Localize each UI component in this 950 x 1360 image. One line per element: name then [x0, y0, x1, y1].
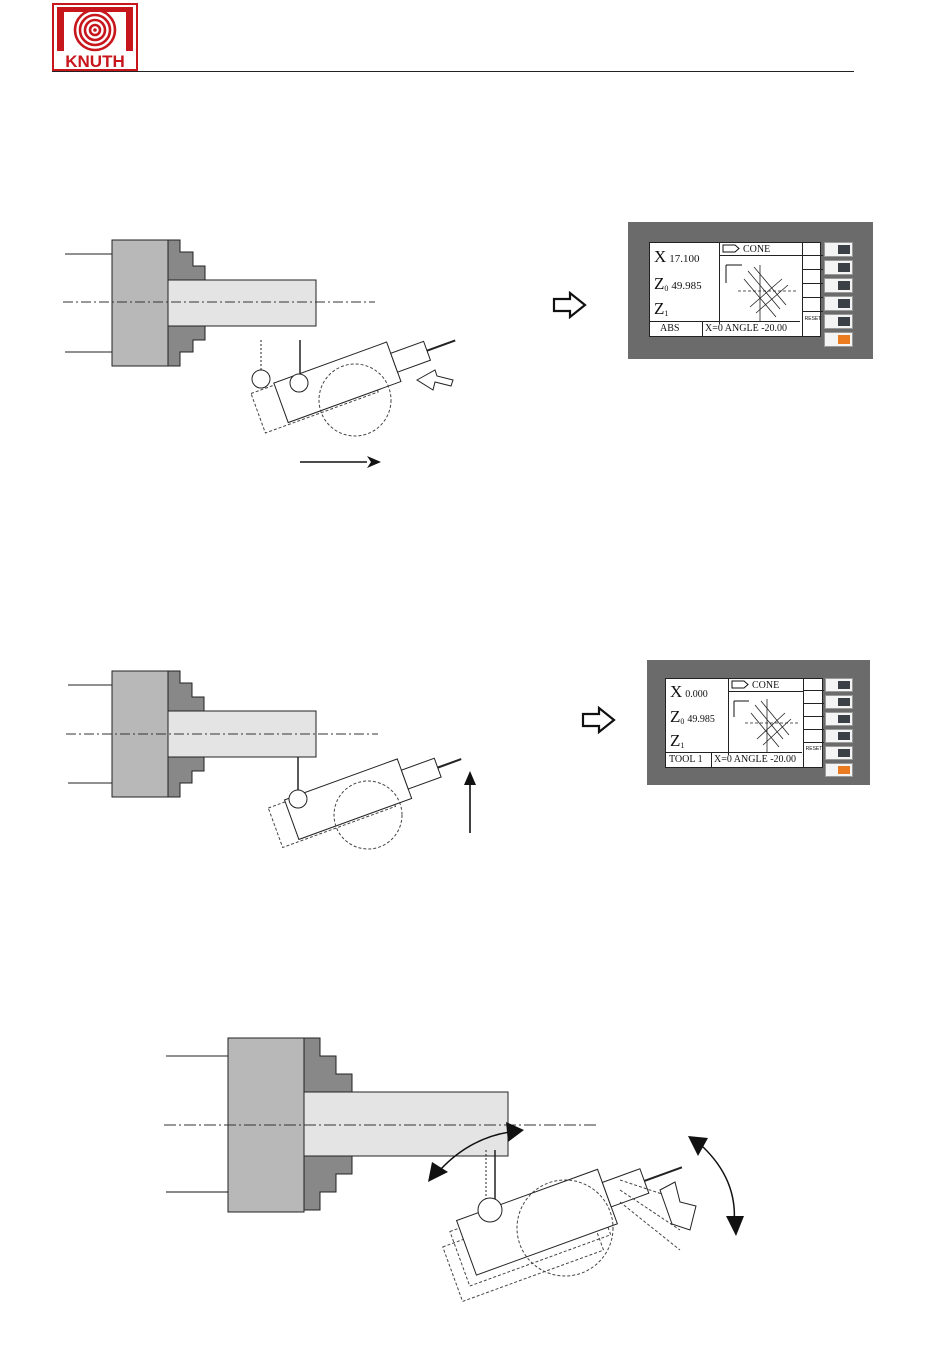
tool-icon — [722, 244, 740, 253]
softkey-column-2: RESET — [803, 679, 824, 767]
knuth-logo: KNUTH — [52, 3, 138, 71]
lathe-figure-1 — [55, 230, 475, 480]
softkey-3[interactable] — [824, 278, 853, 293]
softkey-5[interactable] — [825, 746, 853, 760]
status-left: ABS — [660, 322, 679, 336]
tool-icon — [731, 680, 749, 689]
cone-diagram — [720, 257, 800, 323]
z1-readout: Z1 — [670, 731, 687, 751]
softkey-1[interactable] — [825, 678, 853, 692]
mode-title: CONE — [729, 679, 803, 692]
softkey-column-1: RESET — [802, 243, 823, 336]
cone-diagram — [729, 693, 801, 755]
hollow-right-arrow-icon — [552, 291, 588, 319]
status-left: TOOL 1 — [669, 753, 703, 767]
status-bar-2: TOOL 1 X=0 ANGLE -20.00 — [666, 752, 802, 767]
cone-graphic-1: CONE — [720, 243, 802, 324]
reset-softkey[interactable]: RESET — [804, 743, 824, 756]
header-rule — [52, 71, 854, 72]
softkey-6[interactable] — [825, 763, 853, 777]
softkey-1[interactable] — [824, 242, 853, 257]
z1-readout: Z1 — [654, 299, 671, 319]
softkey-5[interactable] — [824, 314, 853, 329]
reset-softkey[interactable]: RESET — [803, 312, 823, 326]
hollow-right-arrow-icon — [581, 706, 617, 734]
softkey-3[interactable] — [825, 712, 853, 726]
softkey-2[interactable] — [825, 695, 853, 709]
softkey-2[interactable] — [824, 260, 853, 275]
status-right: X=0 ANGLE -20.00 — [702, 322, 787, 336]
softkey-4[interactable] — [824, 296, 853, 311]
logo-text: KNUTH — [65, 52, 125, 71]
status-right: X=0 ANGLE -20.00 — [711, 753, 796, 767]
softkey-6[interactable] — [824, 332, 853, 347]
softkey-4[interactable] — [825, 729, 853, 743]
lathe-figure-2 — [60, 665, 490, 885]
cone-graphic-2: CONE — [729, 679, 803, 755]
lathe-figure-3 — [160, 1030, 780, 1330]
mode-title: CONE — [720, 243, 802, 256]
status-bar-1: ABS X=0 ANGLE -20.00 — [650, 321, 800, 336]
